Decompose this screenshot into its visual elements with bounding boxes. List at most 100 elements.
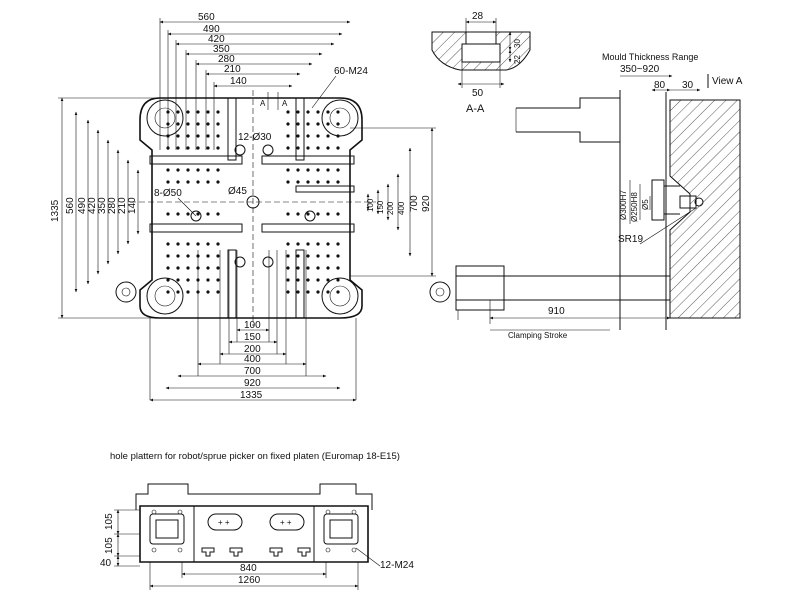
threaded-hole: [326, 134, 330, 138]
svg-text:+ +: + +: [280, 518, 292, 527]
dim-bottom-920: 920: [244, 378, 261, 389]
fixed-platen-section: [669, 99, 741, 319]
dim-top-560: 560: [198, 12, 215, 23]
threaded-hole: [286, 242, 290, 246]
threaded-hole: [336, 168, 340, 172]
front-dims-left: 1335 560 490 420 350 280 210 140: [50, 97, 160, 319]
threaded-hole: [186, 180, 190, 184]
dim-right-200: 200: [386, 201, 395, 215]
threaded-hole: [206, 278, 210, 282]
threaded-hole: [286, 266, 290, 270]
dim-left-140: 140: [127, 197, 138, 214]
aa-dim-50: 50: [472, 88, 484, 99]
robot-dim-1260: 1260: [238, 575, 261, 586]
threaded-hole: [336, 242, 340, 246]
dim-bottom-400: 400: [244, 354, 261, 365]
threaded-hole: [296, 242, 300, 246]
dia-300: Ø300H7: [619, 190, 628, 220]
threaded-hole: [316, 146, 320, 150]
threaded-hole: [336, 122, 340, 126]
robot-dim-840: 840: [240, 563, 257, 574]
mould-thickness-value: 350~920: [620, 64, 660, 75]
threaded-hole: [196, 110, 200, 114]
threaded-hole: [186, 146, 190, 150]
label-d45: Ø45: [228, 186, 247, 197]
threaded-hole: [206, 212, 210, 216]
dim-top-490: 490: [203, 24, 220, 35]
threaded-hole: [216, 180, 220, 184]
dim-bottom-200: 200: [244, 344, 261, 355]
threaded-hole: [216, 278, 220, 282]
aa-dim-22: 22: [513, 55, 522, 64]
threaded-hole: [216, 168, 220, 172]
threaded-hole-grid: [166, 110, 340, 294]
threaded-hole: [316, 254, 320, 258]
threaded-hole: [306, 290, 310, 294]
threaded-hole: [326, 180, 330, 184]
threaded-hole: [326, 122, 330, 126]
tie-bar-boss-top-right: [321, 99, 359, 137]
threaded-hole: [196, 180, 200, 184]
front-dims-bottom: 100 150 200 400 700 920 1335: [149, 250, 357, 402]
threaded-hole: [216, 212, 220, 216]
label-12-d30: 12-Ø30: [238, 132, 272, 143]
threaded-hole: [196, 146, 200, 150]
dim-left-420: 420: [87, 197, 98, 214]
dim-left-210: 210: [117, 197, 128, 214]
threaded-hole: [316, 290, 320, 294]
threaded-hole: [306, 122, 310, 126]
label-8-d50: 8-Ø50: [154, 188, 182, 199]
threaded-hole: [336, 212, 340, 216]
threaded-hole: [296, 278, 300, 282]
threaded-hole: [326, 168, 330, 172]
dim-right-920: 920: [421, 195, 432, 212]
dim-right-700: 700: [409, 195, 420, 212]
side-view: Mould Thickness Range 350~920 80 30 View…: [455, 52, 743, 340]
threaded-hole: [206, 122, 210, 126]
threaded-hole: [286, 278, 290, 282]
threaded-hole: [336, 180, 340, 184]
threaded-hole: [176, 254, 180, 258]
threaded-hole: [196, 212, 200, 216]
threaded-hole: [186, 168, 190, 172]
threaded-hole: [306, 134, 310, 138]
aa-dim-30: 30: [513, 39, 522, 48]
threaded-hole: [186, 242, 190, 246]
threaded-hole: [186, 290, 190, 294]
threaded-hole: [166, 180, 170, 184]
robot-dim-40: 40: [100, 558, 112, 569]
threaded-hole: [296, 212, 300, 216]
dim-left-1335: 1335: [50, 199, 61, 222]
threaded-hole: [296, 146, 300, 150]
threaded-hole: [316, 212, 320, 216]
threaded-hole: [206, 242, 210, 246]
dim-top-420: 420: [208, 34, 225, 45]
threaded-hole: [166, 242, 170, 246]
threaded-hole: [286, 180, 290, 184]
threaded-hole: [166, 266, 170, 270]
threaded-hole: [186, 254, 190, 258]
tie-bar-boss-top-left: [146, 99, 184, 137]
dim-top-140: 140: [230, 76, 247, 87]
threaded-hole: [286, 168, 290, 172]
dia-5: Ø5: [641, 199, 650, 210]
threaded-hole: [286, 110, 290, 114]
threaded-hole: [186, 122, 190, 126]
robot-label-12-m24: 12-M24: [380, 560, 414, 571]
dim-bottom-1335: 1335: [240, 390, 263, 401]
threaded-hole: [186, 134, 190, 138]
threaded-hole: [336, 278, 340, 282]
stroke-label: Clamping Stroke: [508, 331, 568, 340]
section-mark-a-right: A: [282, 99, 288, 108]
threaded-hole: [216, 110, 220, 114]
threaded-hole: [186, 266, 190, 270]
threaded-hole: [286, 212, 290, 216]
threaded-hole: [176, 168, 180, 172]
aa-dim-28: 28: [472, 11, 484, 22]
threaded-hole: [306, 242, 310, 246]
threaded-hole: [296, 290, 300, 294]
threaded-hole: [206, 146, 210, 150]
dim-80: 80: [654, 80, 666, 91]
threaded-hole: [336, 134, 340, 138]
